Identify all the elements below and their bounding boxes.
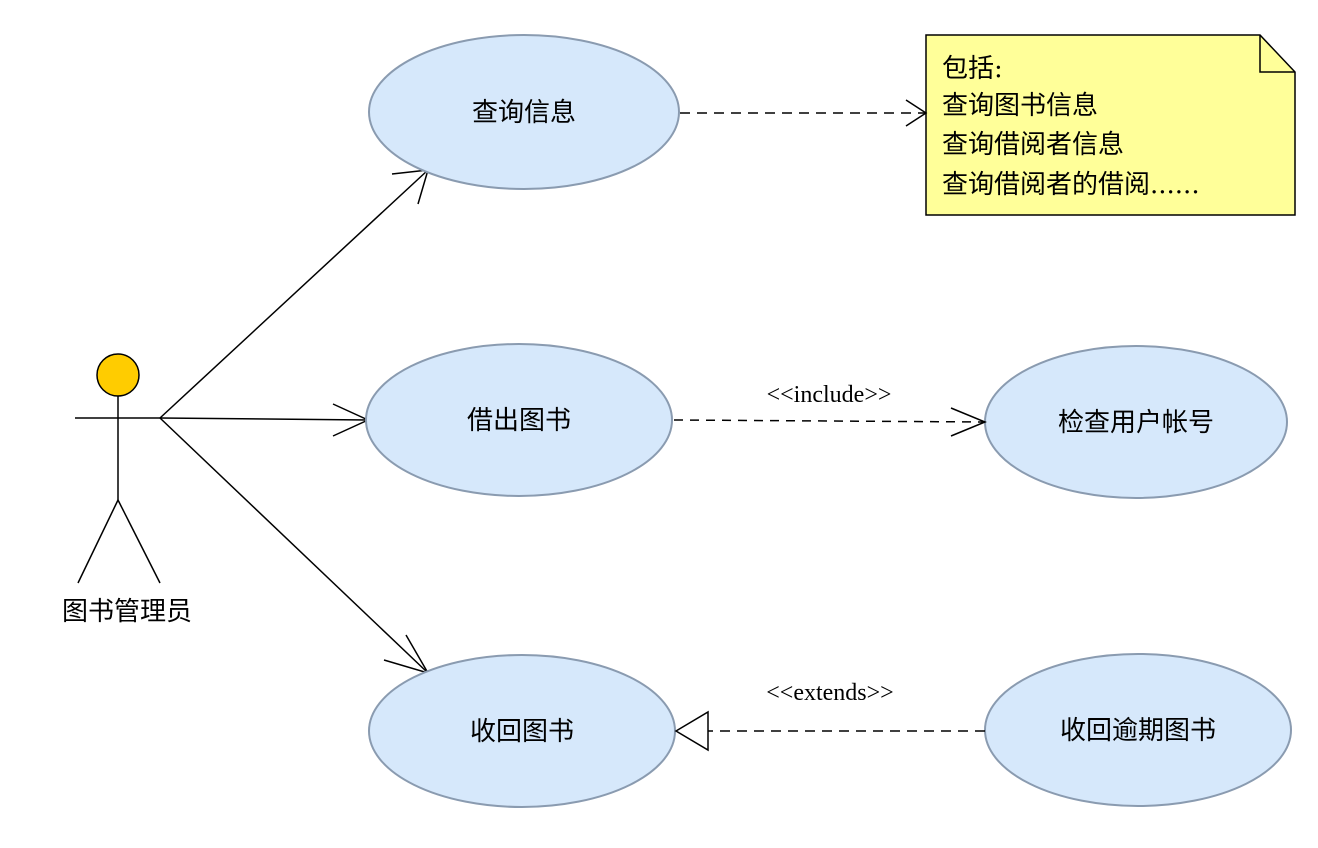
use-case-borrow[interactable]: 借出图书 <box>365 343 673 497</box>
actor-head <box>96 353 140 397</box>
include-relation <box>673 407 987 437</box>
use-case-borrow-shape[interactable] <box>365 343 673 497</box>
use-case-check-account-label: 检查用户帐号 <box>1058 408 1214 438</box>
note-link-arrowhead <box>905 99 928 127</box>
actor-right-leg <box>117 499 161 584</box>
note-line-1: 包括: <box>942 54 1003 84</box>
note-line-3: 查询借阅者信息 <box>942 130 1124 160</box>
association-query <box>159 169 429 419</box>
include-label: <<include>> <box>767 382 892 408</box>
include-line <box>673 419 986 423</box>
use-case-return-overdue[interactable]: 收回逾期图书 <box>984 653 1292 807</box>
extends-relation <box>674 710 985 752</box>
extends-label: <<extends>> <box>766 680 893 706</box>
use-case-query-label: 查询信息 <box>472 98 576 128</box>
use-case-return-label: 收回图书 <box>470 717 574 747</box>
use-case-return-overdue-label: 收回逾期图书 <box>1060 716 1216 746</box>
note-shape <box>925 34 1296 216</box>
use-case-query-shape[interactable] <box>368 34 680 190</box>
use-case-borrow-label: 借出图书 <box>467 406 571 436</box>
actor-label: 图书管理员 <box>62 597 192 627</box>
use-case-check-account[interactable]: 检查用户帐号 <box>984 345 1288 499</box>
extends-triangle-arrowhead <box>674 710 709 752</box>
use-case-query[interactable]: 查询信息 <box>368 34 680 190</box>
association-return <box>159 417 429 674</box>
note-link <box>680 99 928 127</box>
note-fold <box>1259 35 1295 73</box>
actor-librarian: 图书管理员 <box>62 353 192 627</box>
note-line-2: 查询图书信息 <box>942 91 1098 121</box>
note: 包括: 查询图书信息 查询借阅者信息 查询借阅者的借阅...... <box>925 34 1296 216</box>
include-arrowhead <box>950 407 987 437</box>
note-line-4: 查询借阅者的借阅...... <box>942 170 1200 200</box>
association-borrow <box>159 417 369 421</box>
actor-left-leg <box>77 499 119 584</box>
use-case-return[interactable]: 收回图书 <box>368 654 676 808</box>
use-case-return-overdue-shape[interactable] <box>984 653 1292 807</box>
